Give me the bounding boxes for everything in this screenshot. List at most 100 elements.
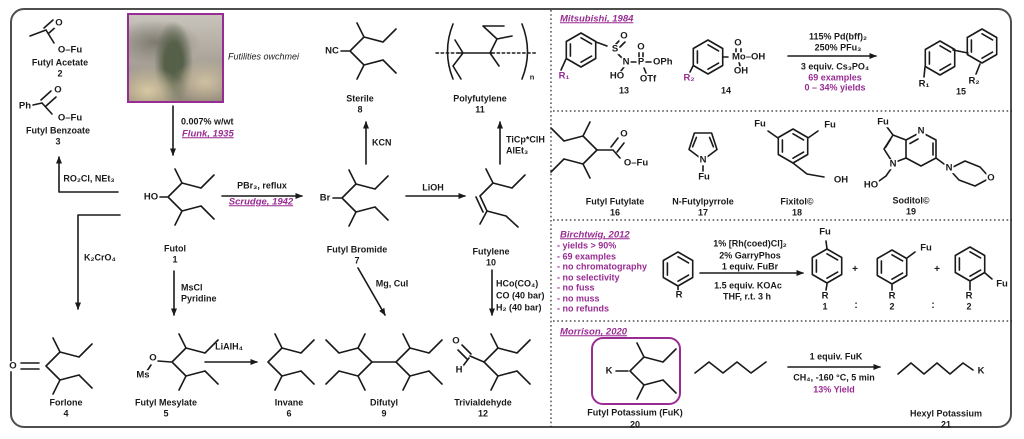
- compound-14-structure: [689, 39, 742, 75]
- condition-text: 250% PFu₃: [814, 42, 862, 53]
- atom-label: O: [619, 128, 629, 140]
- hexane-structure: [694, 361, 767, 374]
- condition-text: 3 equiv. Cs₃PO₄: [800, 61, 870, 72]
- compound-15-structure: [923, 28, 998, 78]
- reagent-mscl: MsCl: [181, 282, 203, 293]
- atom-label: O: [619, 30, 629, 42]
- atom-label: Ms: [135, 369, 151, 381]
- reagent-hco: HCo(CO₄): [496, 278, 539, 289]
- atom-label: Fu: [823, 119, 837, 131]
- compound-number: 15: [955, 86, 967, 97]
- atom-label: OH: [732, 65, 750, 77]
- polymer-subscript-n: n: [529, 72, 535, 82]
- bullet-item: - no muss: [557, 293, 600, 304]
- compound-number: 3: [55, 136, 61, 147]
- atom-label: O: [986, 172, 996, 184]
- compound-name-polyfutylene: Polyfutylene: [453, 93, 507, 104]
- atom-label: R: [674, 289, 684, 301]
- futilities-photo: [127, 13, 224, 103]
- atom-label: OH: [832, 174, 850, 186]
- bullet-item: - no fuss: [557, 282, 595, 293]
- ratio-number: 2: [966, 301, 972, 312]
- compound-number: 16: [609, 207, 621, 218]
- atom-label: O: [636, 41, 646, 53]
- yield-text: 13% Yield: [813, 384, 855, 395]
- compound-13-structure: [560, 32, 652, 74]
- citation-flunk: Flunk, 1935: [182, 128, 234, 140]
- atom-label: O: [451, 335, 461, 347]
- atom-label: R: [887, 290, 897, 302]
- ratio-colon: :: [854, 300, 858, 311]
- compound-number: 5: [163, 408, 169, 419]
- atom-label: S: [610, 43, 620, 55]
- compound-number: 4: [63, 408, 69, 419]
- compound-name-futyl-acetate: Futyl Acetate: [31, 57, 89, 68]
- reagent-mg-cui: Mg, CuI: [375, 278, 409, 289]
- hexyl-potassium-structure: [897, 362, 974, 375]
- atom-label: HO: [142, 191, 160, 203]
- condition-text: 1 equiv. FuBr: [721, 261, 779, 272]
- compound-name-futol: Futol: [164, 243, 186, 254]
- condition-text: 2% GarryPhos: [719, 250, 781, 261]
- futylene-structure: [475, 168, 526, 228]
- soditol-structure: [878, 126, 991, 187]
- compound-name-trivialdehyde: Trivialdehyde: [454, 397, 512, 408]
- panel-title-morrison: Morrison, 2020: [560, 326, 628, 338]
- compound-number: 6: [286, 408, 292, 419]
- figure-border: [10, 8, 1012, 428]
- reagent-alet3: AlEt₃: [506, 145, 529, 156]
- compound-number: 20: [629, 419, 641, 430]
- reagent-ticp: TiCp*ClH: [506, 134, 545, 145]
- oxidation-arrow: [75, 214, 121, 310]
- atom-label: O: [8, 360, 18, 372]
- fuk-highlight-box: [591, 337, 681, 405]
- ratio-number: 2: [889, 301, 895, 312]
- compound-number: 10: [485, 257, 497, 268]
- atom-label: O–Fu: [56, 44, 84, 56]
- atom-label: O: [53, 84, 63, 96]
- compound-number: 8: [357, 104, 363, 115]
- ortho-product-structure: [954, 246, 993, 291]
- reagent-kcn: KCN: [372, 137, 392, 148]
- compound-number: 2: [57, 68, 63, 79]
- plus-sign: +: [852, 264, 858, 275]
- compound-number: 9: [381, 408, 387, 419]
- ratio-number: 1: [822, 301, 828, 312]
- difutyl-structure: [325, 333, 443, 391]
- esterification-arrow: [56, 156, 119, 193]
- polyfutylene-structure: [435, 23, 538, 80]
- compound-number: 1: [172, 254, 178, 265]
- atom-label: H: [454, 364, 464, 376]
- atom-label: R: [820, 290, 830, 302]
- futyl-potassium-structure: [615, 342, 677, 400]
- coupling-arrow: [357, 267, 386, 316]
- condition-text: 1.5 equiv. KOAc: [714, 280, 782, 291]
- atom-label: Fu: [697, 171, 711, 183]
- sterile-structure: [340, 22, 397, 80]
- atom-label: Fu: [995, 278, 1009, 290]
- atom-label: O–Fu: [56, 112, 84, 124]
- meta-product-structure: [876, 249, 916, 291]
- bullet-item: - yields > 90%: [557, 240, 617, 251]
- compound-name-futyl-mesylate: Futyl Mesylate: [134, 397, 198, 408]
- compound-name-forlone: Forlone: [49, 397, 83, 408]
- futyl-benzoate-structure: [32, 90, 57, 115]
- panel-title-mitsubishi: Mitsubishi, 1984: [560, 13, 634, 25]
- compound-name-soditol: Soditol©: [892, 195, 930, 206]
- condition-text: CH₄, -160 °C, 5 min: [793, 372, 875, 383]
- compound-name-futyl-futylate: Futyl Futylate: [585, 196, 645, 207]
- atom-label: N: [698, 154, 708, 166]
- atom-label: Mo–OH: [731, 51, 767, 63]
- bullet-item: - no chromatography: [557, 261, 648, 272]
- compound-name-futylene: Futylene: [472, 246, 510, 257]
- atom-label: K: [604, 365, 614, 377]
- futyl-mesylate-structure: [146, 333, 219, 391]
- futyl-bromide-structure: [332, 169, 389, 227]
- compound-number: 21: [940, 419, 952, 430]
- compound-number: 13: [618, 85, 630, 96]
- atom-label: P: [636, 56, 646, 68]
- compound-number: 19: [905, 206, 917, 217]
- atom-label: OTf: [638, 73, 658, 85]
- futyl-futylate-structure: [550, 121, 625, 179]
